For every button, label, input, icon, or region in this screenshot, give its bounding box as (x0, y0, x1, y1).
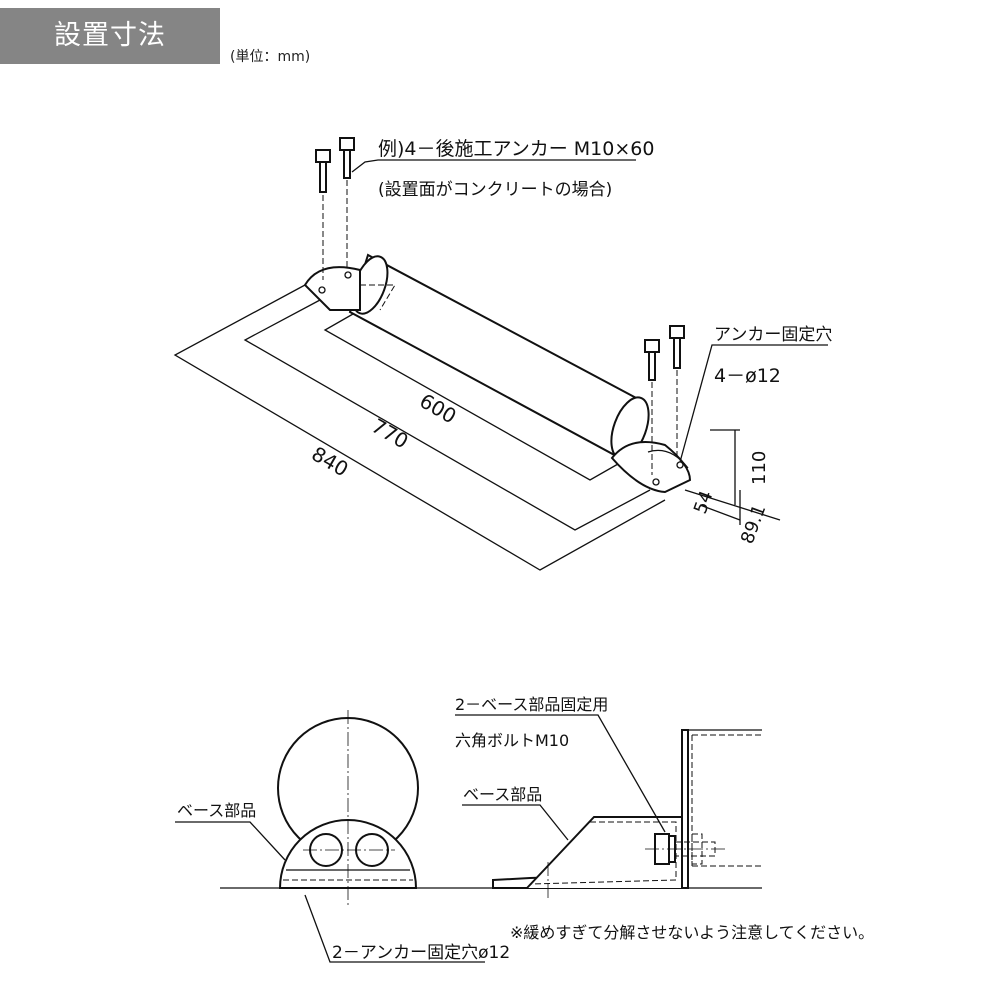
base-right (610, 441, 692, 494)
side-section (455, 714, 762, 900)
unit-note: (単位：mm) (230, 49, 311, 65)
isometric-view: 600 770 840 110 54 89.1 (173, 137, 832, 571)
section-view: ベース部品 2－アンカー固定穴ø12 2－ベース部品固定用 六角ボルトM10 ベ… (175, 695, 874, 963)
anchor-bolts (315, 137, 685, 475)
caution-note: ※緩めすぎて分解させないよう注意してください。 (510, 923, 874, 942)
base-left (303, 266, 361, 311)
dim-840: 840 (308, 442, 353, 482)
bolt-label-line1: 2－ベース部品固定用 (455, 695, 608, 714)
section-title: 設置寸法 (0, 8, 220, 64)
dimension-lines (173, 284, 781, 571)
anchor-note-line2: (設置面がコンクリートの場合) (378, 180, 612, 200)
front-section (175, 710, 485, 963)
dim-110: 110 (749, 451, 770, 485)
base-part-left-label: ベース部品 (177, 801, 256, 820)
dim-600: 600 (416, 389, 461, 429)
anchor-note-line1: 例)4－後施工アンカー M10×60 (378, 138, 654, 160)
hole-label-line1: アンカー固定穴 (714, 325, 832, 345)
anchor-holes-label: 2－アンカー固定穴ø12 (332, 943, 510, 963)
hole-label-line2: 4－ø12 (714, 365, 781, 387)
base-part-right-label: ベース部品 (463, 785, 542, 804)
dim-770: 770 (368, 414, 413, 454)
bolt-label-line2: 六角ボルトM10 (455, 731, 569, 750)
